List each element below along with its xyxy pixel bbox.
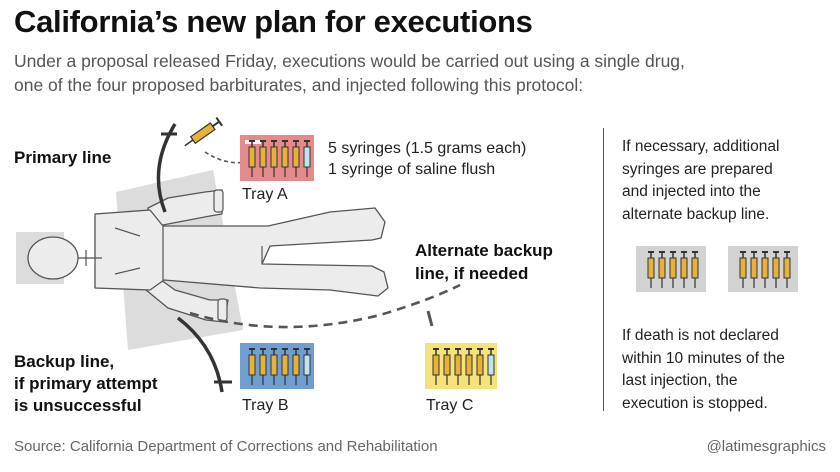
backup-line-label-1: Backup line, xyxy=(14,352,115,371)
tray-c-label: Tray C xyxy=(426,397,474,414)
syringe-icon xyxy=(739,251,747,288)
side-note-2-line: If death is not declared xyxy=(622,327,779,344)
syringe-icon xyxy=(669,251,677,288)
side-note-1: If necessary, additional syringes are pr… xyxy=(622,136,779,226)
side-note-2-line: within 10 minutes of the xyxy=(622,349,785,367)
backup-line-label-3: is unsuccessful xyxy=(14,396,142,415)
syringe-icon xyxy=(281,140,289,177)
syringe-icon xyxy=(750,251,758,288)
divider xyxy=(603,128,604,411)
syringe-icon xyxy=(476,348,484,385)
syringe-icon xyxy=(465,348,473,385)
syringe-icon xyxy=(292,140,300,177)
alternate-label-1: Alternate backup xyxy=(415,241,553,260)
credit: @latimesgraphics xyxy=(706,438,826,455)
syringe-icon xyxy=(248,140,256,177)
tray-a-description-1: 5 syringes (1.5 grams each) xyxy=(328,140,527,157)
syringe-icon xyxy=(772,251,780,288)
primary-line-label: Primary line xyxy=(14,148,112,167)
syringe-icon xyxy=(783,251,791,288)
syringe-icon xyxy=(691,251,699,288)
side-note-2: If death is not declared within 10 minut… xyxy=(622,325,785,415)
syringe-icon xyxy=(270,348,278,385)
syringe-icon xyxy=(259,348,267,385)
side-note-2-line: execution is stopped. xyxy=(622,394,768,412)
side-note-1-line: If necessary, additional xyxy=(622,138,780,155)
syringe-icon xyxy=(270,140,278,177)
body-details xyxy=(78,226,263,280)
tray-a-label: Tray A xyxy=(242,186,288,203)
page-title: California’s new plan for executions xyxy=(14,4,533,39)
subtitle-line-1: Under a proposal released Friday, execut… xyxy=(14,51,685,71)
syringe-icon xyxy=(432,348,440,385)
syringe-icon xyxy=(259,140,267,177)
side-note-1-line: and injected into the xyxy=(622,183,761,200)
syringe-icon xyxy=(680,251,688,288)
side-note-2-line: last injection, the xyxy=(622,372,738,389)
side-note-1-line: alternate backup line. xyxy=(622,205,770,223)
syringe-icon xyxy=(487,348,495,385)
tray-a-description-2: 1 syringe of saline flush xyxy=(328,161,496,178)
subtitle-line-2: one of the four proposed barbiturates, a… xyxy=(14,75,584,95)
syringe-icon xyxy=(761,251,769,288)
syringe-icon xyxy=(454,348,462,385)
source-note: Source: California Department of Correct… xyxy=(14,438,438,455)
alternate-label-2: line, if needed xyxy=(415,264,529,283)
syringe-icon xyxy=(658,251,666,288)
syringe-icon xyxy=(443,348,451,385)
syringe-icon xyxy=(184,116,223,147)
tray-b-label: Tray B xyxy=(242,397,289,414)
side-note-1-line: syringes are prepared xyxy=(622,160,773,178)
syringe-icon xyxy=(647,251,655,288)
syringe-icon xyxy=(248,348,256,385)
backup-line-label-2: if primary attempt xyxy=(14,374,158,393)
syringe-icon xyxy=(303,140,311,177)
syringe-icon xyxy=(281,348,289,385)
alternate-backup-line xyxy=(189,283,461,329)
syringe-icon xyxy=(303,348,311,385)
syringe-icon xyxy=(292,348,300,385)
